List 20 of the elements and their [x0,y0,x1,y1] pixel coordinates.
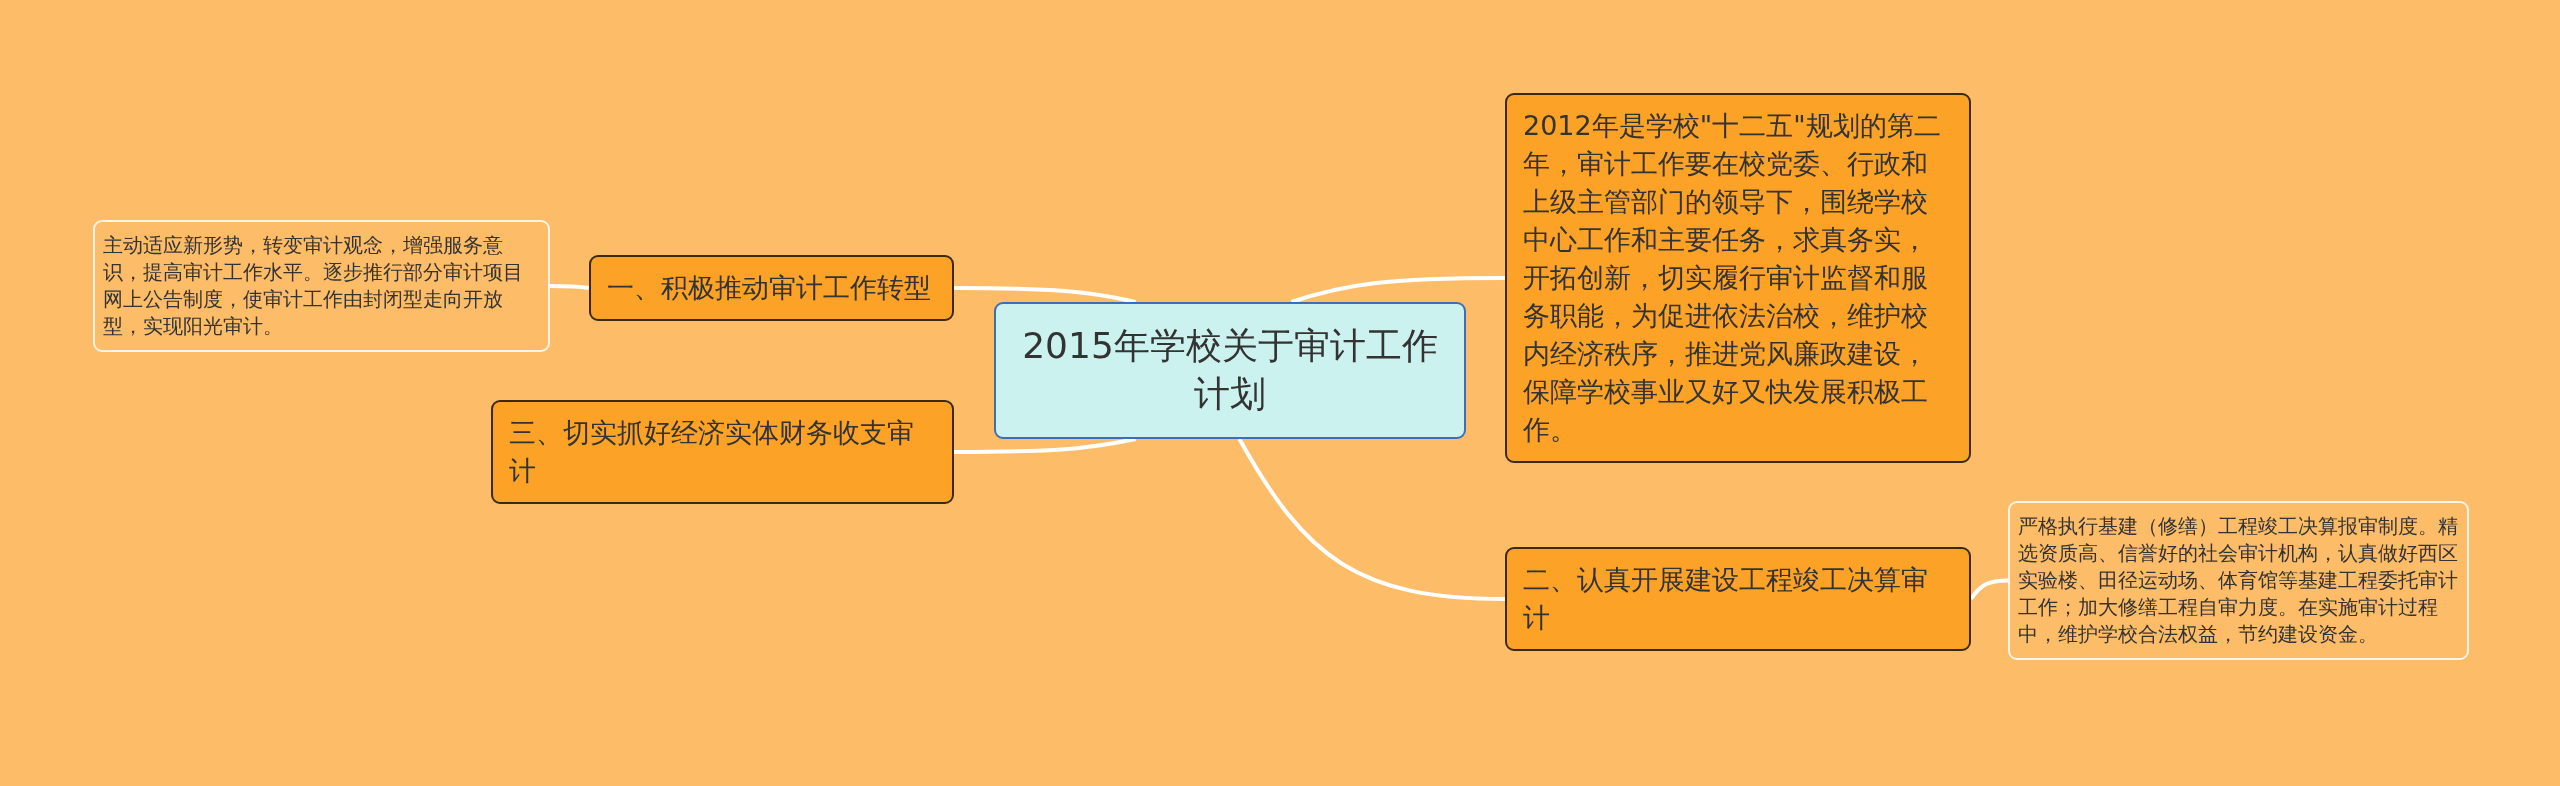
branch-box [1505,547,1971,651]
connector-line [550,284,590,290]
branch-box [1505,93,1971,463]
connector-line [1969,578,2009,601]
connector-line [1237,438,1506,601]
connector-line [954,437,1136,454]
note-box [93,220,550,352]
topic-box [994,302,1466,439]
branch-text: 2012年是学校"十二五"规划的第二年，审计工作要在校党委、行政和上级主管部门的领导下，围绕学校中心工作和主要任务，求真务实，开拓创新，切实履行审计监督和服务职能，为促进依法治校，维护校内经济秩序，推进党风廉政建设，保障学校事业又好又快发展积极工作。 [1523,109,1942,447]
note-text: 严格执行基建（修缮）工程竣工决算报审制度。精选资质高、信誉好的社会审计机构，认真做好西区实验楼、田径运动场、体育馆等基建工程委托审计工作；加大修缮工程自审力度。在实施审计过程中，维护学校合法权益，节约建设资金。 [2018,513,2459,648]
branch-text: 三、切实抓好经济实体财务收支审计 [509,416,915,488]
branch-box [589,255,954,321]
note-text: 主动适应新形势，转变审计观念，增强服务意识，提高审计工作水平。逐步推行部分审计项目网上公告制度，使审计工作由封闭型走向开放型，实现阳光审计。 [103,232,524,340]
note-box [2008,501,2469,660]
branch-box [491,400,954,504]
connector-line [1290,276,1505,304]
topic-text: 2015年学校关于审计工作计划 [1021,324,1439,416]
connector-line [954,286,1137,304]
branch-text: 一、积极推动审计工作转型 [607,271,932,305]
branch-text: 二、认真开展建设工程竣工决算审计 [1523,563,1929,635]
